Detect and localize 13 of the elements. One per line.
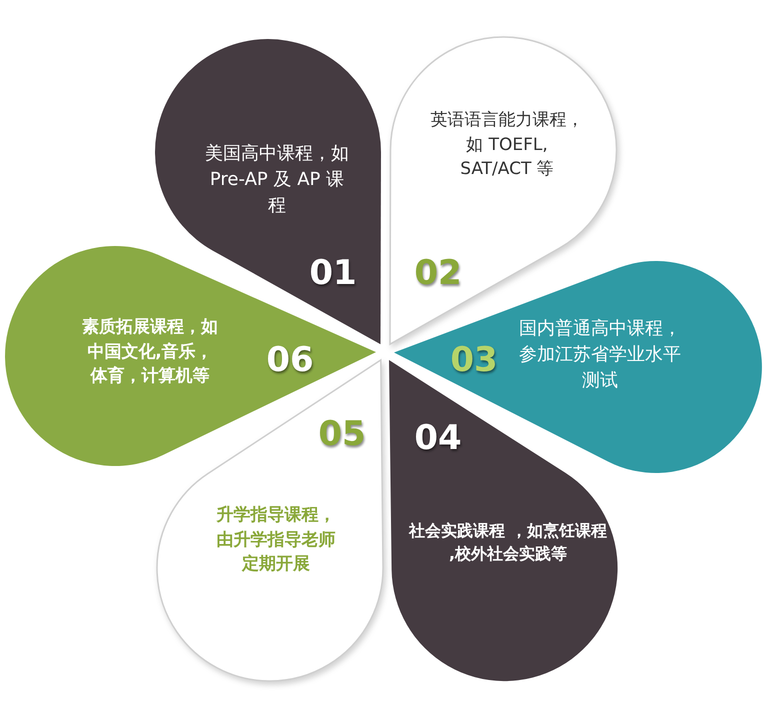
- petal-number: 02: [414, 253, 462, 293]
- petal-text: 美国高中课程，如 Pre-AP 及 AP 课程: [204, 142, 350, 218]
- petal-text: 英语语言能力课程，如 TOEFL, SAT/ACT 等: [429, 109, 584, 182]
- petal-text: 素质拓展课程，如中国文化,音乐，体育，计算机等: [81, 316, 219, 388]
- petal-number: 01: [309, 253, 357, 293]
- petal-text: 社会实践课程 ，如烹饪课程 ,校外社会实践等: [408, 520, 608, 565]
- petal-text: 国内普通高中课程，参加江苏省学业水平测试: [518, 316, 682, 394]
- petal-number: 06: [266, 340, 314, 380]
- petal: [5, 246, 376, 466]
- petal-text: 升学指导课程，由升学指导老师定期开展: [215, 504, 336, 576]
- petal-number: 04: [414, 418, 462, 458]
- petal-number: 03: [450, 340, 498, 380]
- petal-number: 05: [318, 414, 366, 454]
